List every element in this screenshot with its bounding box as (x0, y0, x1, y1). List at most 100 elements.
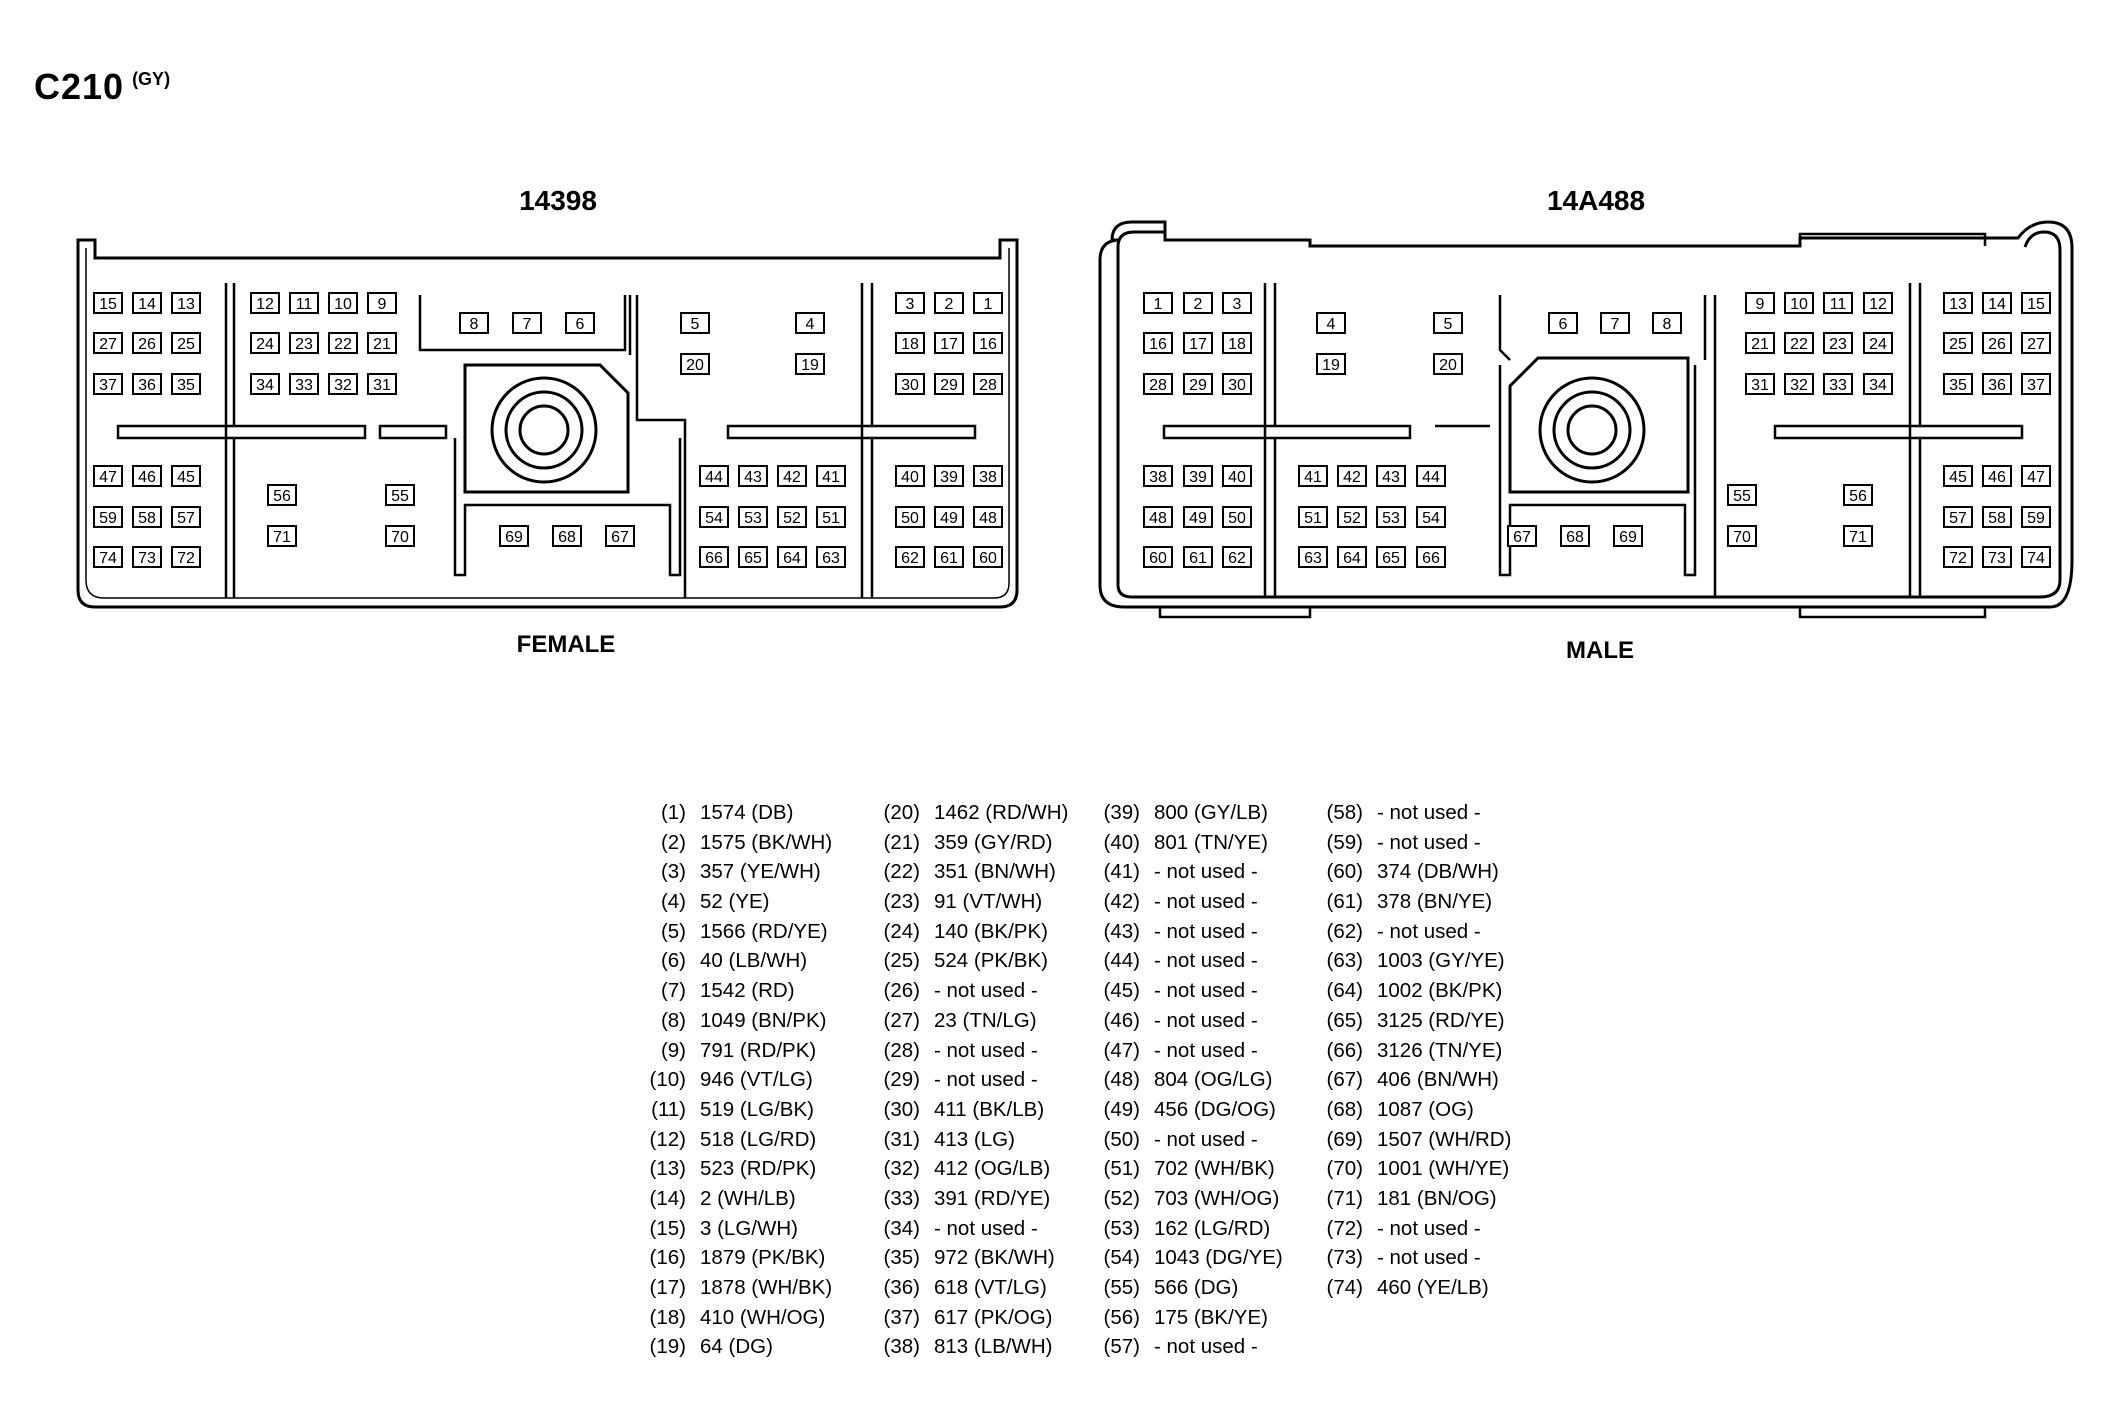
circuit-wire-color: 800 (GY/LB) (1154, 801, 1268, 824)
male-pin-label: 61 (1189, 550, 1207, 567)
circuit-wire-color: 3 (LG/WH) (700, 1216, 798, 1240)
male-pin-label: 60 (1149, 550, 1167, 567)
male-pin-10: 10 (1784, 292, 1814, 314)
pinout-row: (62)- not used - (1315, 917, 1511, 947)
circuit-wire-color: 524 (PK/BK) (934, 949, 1048, 973)
pin-number: (32) (883, 1157, 920, 1181)
pinout-row: (72)- not used - (1315, 1214, 1511, 1244)
pin-number: (61) (1326, 890, 1363, 914)
female-pin-50: 50 (895, 506, 925, 528)
female-pin-47: 47 (93, 465, 123, 487)
male-pin-59: 59 (2021, 506, 2051, 528)
pin-number: (5) (660, 919, 686, 943)
female-pin-16: 16 (973, 332, 1003, 354)
female-pin-21: 21 (367, 332, 397, 354)
pinout-row: (4)52 (YE) (640, 887, 832, 917)
circuit-wire-color: 456 (DG/OG) (1154, 1097, 1276, 1121)
male-pin-5: 5 (1433, 312, 1463, 334)
female-pin-6: 6 (565, 312, 595, 334)
male-pin-70: 70 (1727, 525, 1757, 547)
female-pin-70: 70 (385, 525, 415, 547)
pinout-row: (30)411 (BK/LB) (872, 1095, 1068, 1125)
pinout-row: (27)23 (TN/LG) (872, 1006, 1068, 1036)
male-pin-label: 48 (1149, 510, 1167, 527)
pinout-row: (28)- not used - (872, 1036, 1068, 1066)
male-pin-52: 52 (1337, 506, 1367, 528)
pin-number: (65) (1326, 1008, 1363, 1032)
female-pin-label: 27 (99, 336, 117, 353)
female-pin-label: 48 (979, 510, 997, 527)
female-pin-label: 60 (979, 550, 997, 567)
circuit-wire-color: 791 (RD/PK) (700, 1038, 817, 1062)
female-pin-3: 3 (895, 292, 925, 314)
female-pin-38: 38 (973, 465, 1003, 487)
pin-number: (71) (1326, 1186, 1363, 1210)
female-pin-71: 71 (267, 525, 297, 547)
female-pin-label: 29 (940, 377, 958, 394)
male-pin-label: 22 (1790, 336, 1808, 353)
pin-number: (42) (1103, 890, 1140, 914)
female-pin-36: 36 (132, 373, 162, 395)
male-pin-63: 63 (1298, 546, 1328, 568)
pinout-row: (42)- not used - (1090, 887, 1283, 917)
male-pin-29: 29 (1183, 373, 1213, 395)
female-pin-65: 65 (738, 546, 768, 568)
circuit-wire-color: - not used - (1377, 801, 1481, 824)
male-pin-label: 12 (1869, 296, 1887, 313)
female-pin-label: 19 (801, 357, 819, 374)
male-pin-label: 20 (1439, 357, 1457, 374)
female-pin-label: 5 (691, 316, 700, 333)
circuit-wire-color: 702 (WH/BK) (1154, 1157, 1275, 1181)
pin-number: (49) (1103, 1097, 1140, 1121)
pin-number: (41) (1103, 860, 1140, 884)
female-internal-walls (116, 283, 977, 598)
circuit-wire-color: 1043 (DG/YE) (1154, 1246, 1283, 1270)
pinout-row: (68)1087 (OG) (1315, 1095, 1511, 1125)
female-pin-label: 45 (177, 469, 195, 486)
female-pin-label: 30 (901, 377, 919, 394)
pinout-row: (19)64 (DG) (640, 1332, 832, 1362)
female-pin-label: 24 (256, 336, 274, 353)
male-pin-21: 21 (1745, 332, 1775, 354)
female-pin-18: 18 (895, 332, 925, 354)
male-pin-label: 54 (1422, 510, 1440, 527)
female-pin-label: 66 (705, 550, 723, 567)
circuit-wire-color: - not used - (1154, 1008, 1258, 1032)
pin-number: (51) (1103, 1157, 1140, 1181)
pin-number: (54) (1103, 1246, 1140, 1270)
male-pin-14: 14 (1982, 292, 2012, 314)
female-pin-28: 28 (973, 373, 1003, 395)
male-pin-68: 68 (1560, 525, 1590, 547)
female-pin-label: 35 (177, 377, 195, 394)
female-pin-53: 53 (738, 506, 768, 528)
pinout-row: (10)946 (VT/LG) (640, 1065, 832, 1095)
pinout-row: (8)1049 (BN/PK) (640, 1006, 832, 1036)
pinout-row: (61)378 (BN/YE) (1315, 887, 1511, 917)
pinout-row: (15)3 (LG/WH) (640, 1214, 832, 1244)
male-pin-label: 63 (1304, 550, 1322, 567)
female-part-number: 14398 (519, 185, 597, 216)
circuit-wire-color: 519 (LG/BK) (700, 1097, 814, 1121)
pin-number: (58) (1326, 801, 1363, 824)
male-pin-4: 4 (1316, 312, 1346, 334)
pinout-row: (56)175 (BK/YE) (1090, 1303, 1283, 1333)
circuit-wire-color: 566 (DG) (1154, 1276, 1239, 1299)
female-pin-26: 26 (132, 332, 162, 354)
female-pin-label: 61 (940, 550, 958, 567)
female-pin-label: 20 (686, 357, 704, 374)
male-pin-label: 32 (1790, 377, 1808, 394)
circuit-wire-color: 391 (RD/YE) (934, 1186, 1051, 1210)
male-pin-label: 64 (1343, 550, 1361, 567)
male-pin-label: 62 (1228, 550, 1246, 567)
male-pin-label: 47 (2027, 469, 2045, 486)
male-pin-17: 17 (1183, 332, 1213, 354)
male-pin-label: 7 (1611, 316, 1620, 333)
pinout-row: (44)- not used - (1090, 946, 1283, 976)
female-pin-42: 42 (777, 465, 807, 487)
female-pin-label: 23 (295, 336, 313, 353)
circuit-wire-color: 1462 (RD/WH) (934, 801, 1069, 824)
circuit-wire-color: 410 (WH/OG) (700, 1305, 826, 1329)
female-pin-34: 34 (250, 373, 280, 395)
female-pin-46: 46 (132, 465, 162, 487)
pinout-row: (39)800 (GY/LB) (1090, 798, 1283, 828)
